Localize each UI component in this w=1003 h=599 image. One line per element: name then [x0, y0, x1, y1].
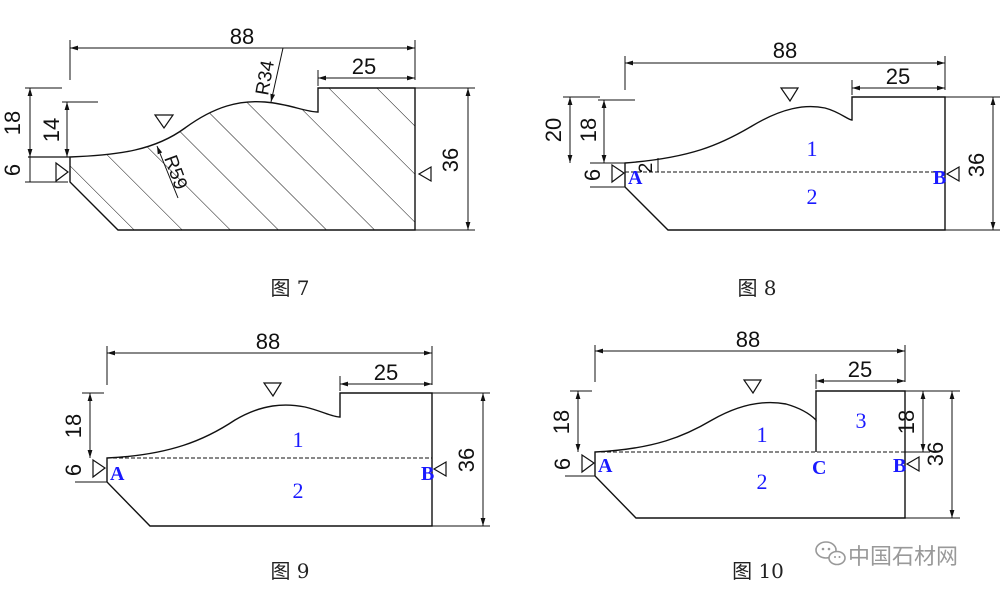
fig7-caption: 图 7 [270, 276, 309, 300]
fig8-dim-overall: 88 [773, 38, 797, 63]
fig10-zone-2: 2 [757, 469, 768, 494]
fig8-profile [624, 96, 946, 231]
fig10-point-b: B [893, 455, 906, 477]
fig7-dim-base: 6 [0, 164, 25, 176]
fig9-zone-2: 2 [293, 478, 304, 503]
figure-8: 88 25 20 18 6 2 36 1 2 A B 图 8 [541, 38, 1000, 300]
fig10-zone-3: 3 [856, 408, 867, 433]
fig8-dim-h20: 20 [541, 118, 566, 142]
fig8-dim-total: 36 [964, 153, 989, 177]
fig7-surface-symbol-right [417, 165, 432, 183]
fig8-point-b: B [933, 167, 946, 189]
fig9-surface-symbol-top [262, 382, 283, 398]
fig8-zone-1: 1 [807, 136, 818, 161]
fig10-dim-step: 25 [848, 357, 872, 382]
watermark: 中国石材网 [815, 541, 958, 570]
fig8-zone-2: 2 [807, 184, 818, 209]
fig7-dim-total: 36 [438, 148, 463, 172]
fig10-surface-symbol-top [742, 379, 763, 395]
fig9-profile [106, 392, 433, 527]
fig9-dim-total: 36 [454, 448, 479, 472]
fig8-surface-symbol-left [611, 163, 626, 184]
fig10-dim-h18: 18 [549, 410, 574, 434]
fig8-dim-step: 25 [886, 64, 910, 89]
fig8-surface-symbol-top [779, 87, 800, 103]
fig10-point-a: A [598, 455, 613, 477]
fig10-surface-symbol-left [581, 453, 596, 474]
fig7-dim-inner-height: 14 [39, 118, 64, 142]
fig7-radius-top: R34 [252, 58, 279, 96]
fig7-hatching [70, 88, 415, 230]
fig7-surface-symbol-top [153, 114, 175, 130]
fig8-point-a: A [628, 167, 643, 189]
watermark-text: 中国石材网 [848, 545, 958, 570]
fig9-surface-symbol-left [92, 458, 107, 479]
wechat-icon [815, 541, 846, 566]
figure-7: 88 25 R34 R59 18 14 6 36 图 7 [0, 24, 475, 300]
fig8-dim-h18: 18 [576, 118, 601, 142]
fig9-caption: 图 9 [270, 559, 309, 583]
fig10-dim-overall: 88 [736, 327, 760, 352]
fig9-dim-h18: 18 [61, 414, 86, 438]
fig9-point-b: B [421, 463, 434, 485]
fig10-dim-total: 36 [923, 442, 948, 466]
fig9-point-a: A [110, 463, 125, 485]
fig10-point-c: C [812, 457, 826, 479]
fig10-caption: 图 10 [732, 559, 784, 583]
fig9-dim-base: 6 [61, 464, 86, 476]
figure-9: 88 25 18 6 36 1 2 A B 图 9 [61, 329, 490, 583]
fig10-dim-base: 6 [550, 458, 575, 470]
fig10-profile [594, 390, 906, 519]
fig9-dim-step: 25 [374, 360, 398, 385]
fig8-caption: 图 8 [737, 276, 776, 300]
fig10-dim-right-h18: 18 [894, 410, 919, 434]
fig9-zone-1: 1 [293, 427, 304, 452]
fig7-surface-symbol-left [55, 161, 69, 183]
fig9-surface-symbol-right [432, 460, 447, 478]
fig7-dim-step: 25 [352, 54, 376, 79]
fig7-dim-left-height: 18 [0, 111, 25, 135]
fig8-dim-h2: 2 [636, 163, 657, 174]
fig9-dim-overall: 88 [256, 329, 280, 354]
fig8-dim-base: 6 [580, 169, 605, 181]
figure-10: 88 25 18 6 18 36 1 2 3 A B C 图 10 [549, 327, 960, 583]
fig10-surface-symbol-right [905, 455, 920, 473]
fig7-dim-overall: 88 [230, 24, 254, 49]
fig8-surface-symbol-right [945, 165, 960, 183]
fig10-zone-1: 1 [757, 422, 768, 447]
